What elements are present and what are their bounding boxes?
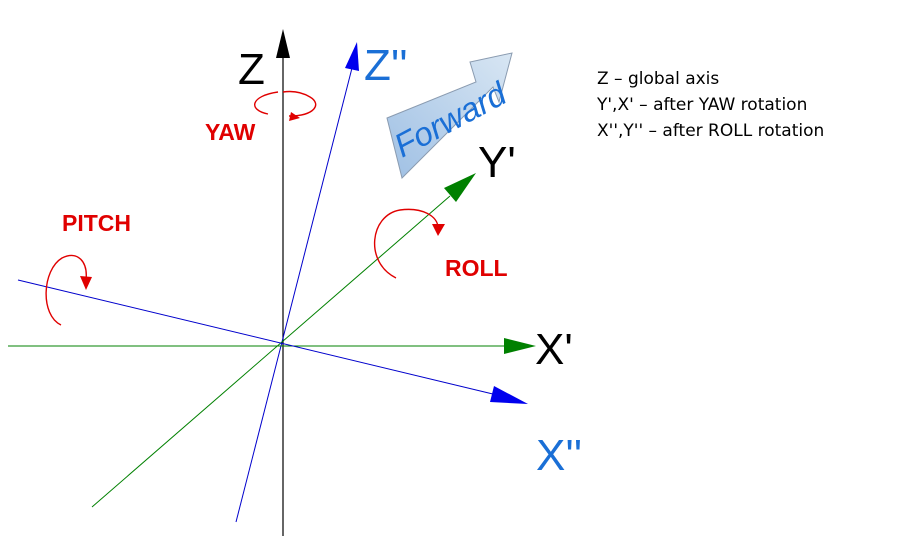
y-prime-arrowhead	[444, 173, 476, 202]
roll-label: ROLL	[445, 255, 508, 281]
z-double-arrowhead	[345, 42, 359, 71]
z-double-label: Z''	[364, 41, 408, 90]
x-double-axis	[17, 279, 528, 404]
x-prime-axis	[8, 338, 536, 354]
x-double-label: X''	[536, 431, 582, 480]
roll-rotation-arrow	[373, 208, 445, 279]
legend-line-yaw: Y',X' – after YAW rotation	[597, 95, 808, 115]
yaw-label: YAW	[205, 119, 256, 145]
pitch-label: PITCH	[62, 210, 131, 236]
z-arrowhead	[276, 29, 290, 58]
yaw-rotation-arrow	[254, 90, 317, 121]
z-axis	[276, 29, 290, 536]
legend-line-roll: X'',Y'' – after ROLL rotation	[597, 121, 825, 141]
legend-line-global: Z – global axis	[597, 69, 720, 89]
x-prime-arrowhead	[504, 338, 536, 354]
forward-arrow-body	[386, 52, 513, 179]
x-prime-label: X'	[535, 325, 573, 374]
pitch-rotation-arrow	[45, 254, 92, 326]
x-double-arrowhead	[490, 386, 528, 404]
z-double-axis	[235, 42, 359, 523]
legend: Z – global axis Y',X' – after YAW rotati…	[597, 66, 824, 144]
z-label: Z	[238, 45, 265, 94]
y-prime-axis	[91, 173, 476, 508]
y-prime-label: Y'	[478, 138, 516, 187]
